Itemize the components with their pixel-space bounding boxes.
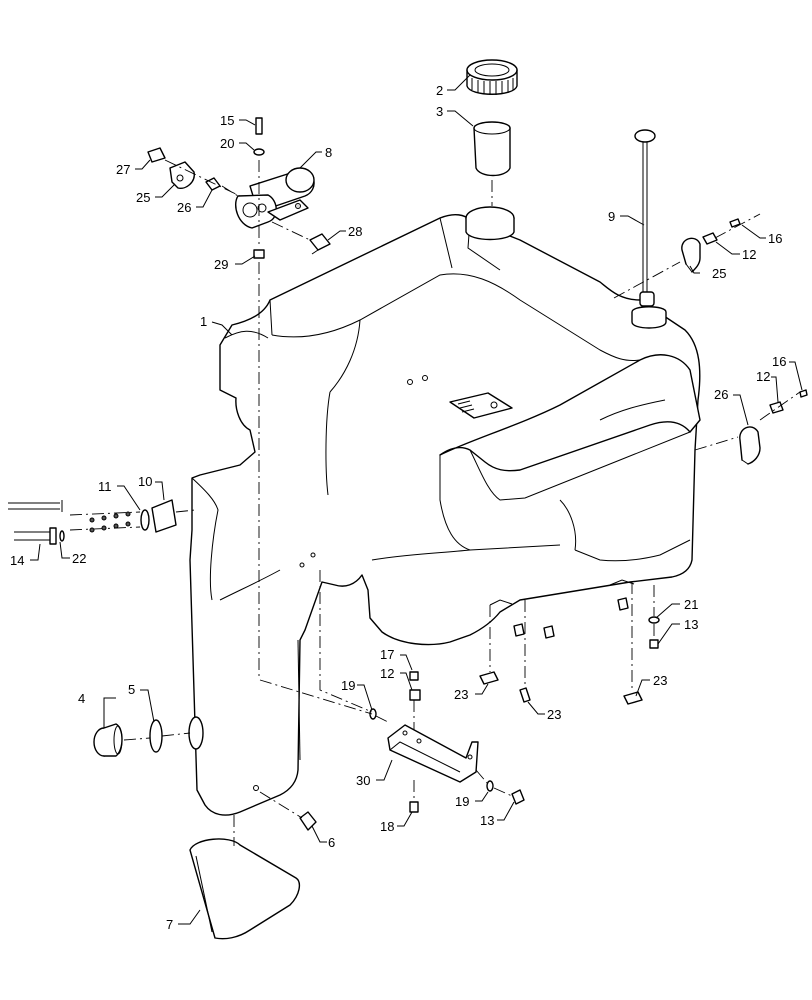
callout-5: 5 bbox=[128, 682, 135, 697]
callout-21: 21 bbox=[684, 597, 698, 612]
bolt-17 bbox=[409, 671, 419, 681]
callout-28: 28 bbox=[348, 224, 362, 239]
fuel-gauge-sender bbox=[631, 129, 667, 329]
callout-24: 25 bbox=[136, 190, 150, 205]
tank-shield bbox=[189, 838, 301, 940]
drain-plug bbox=[93, 723, 123, 757]
callout-29: 29 bbox=[214, 257, 228, 272]
callout-9: 9 bbox=[608, 209, 615, 224]
callout-1: 1 bbox=[200, 314, 207, 329]
callout-22: 22 bbox=[72, 551, 86, 566]
callout-16-right: 16 bbox=[772, 354, 786, 369]
bolt-13-lower bbox=[511, 789, 525, 805]
callout-13-right: 13 bbox=[684, 617, 698, 632]
washers-row bbox=[89, 511, 131, 533]
callout-15: 15 bbox=[220, 113, 234, 128]
fuel-strainer bbox=[473, 121, 511, 177]
callout-10: 10 bbox=[138, 474, 152, 489]
callout-12-lower: 12 bbox=[380, 666, 394, 681]
callout-6: 6 bbox=[328, 835, 335, 850]
callout-8: 8 bbox=[325, 145, 332, 160]
callout-12-upper: 12 bbox=[742, 247, 756, 262]
callout-leaders bbox=[30, 74, 803, 925]
nut-18 bbox=[409, 801, 419, 813]
warning-label-plate bbox=[449, 392, 513, 419]
o-ring bbox=[149, 719, 163, 753]
drain-fitting bbox=[299, 811, 317, 831]
hose-clip-upper bbox=[681, 218, 741, 273]
callout-11: 11 bbox=[98, 479, 112, 494]
callout-labels: 2 3 15 20 27 25 26 8 28 29 1 9 16 12 25 … bbox=[10, 83, 786, 932]
callout-2: 2 bbox=[436, 83, 443, 98]
fuel-tank bbox=[188, 206, 701, 816]
fuel-pump bbox=[234, 167, 315, 229]
callout-23-mid: 23 bbox=[547, 707, 561, 722]
spacer-10 bbox=[151, 499, 177, 533]
callout-23-right: 23 bbox=[653, 673, 667, 688]
callout-14: 14 bbox=[10, 553, 24, 568]
bolt-assembly-left bbox=[8, 499, 177, 545]
callout-23-left: 23 bbox=[454, 687, 468, 702]
callout-25-right: 26 bbox=[714, 387, 728, 402]
callout-7: 7 bbox=[166, 917, 173, 932]
callout-19-right: 19 bbox=[455, 794, 469, 809]
mount-bolts-bottom bbox=[513, 597, 660, 649]
callout-19-left: 19 bbox=[341, 678, 355, 693]
callout-17: 17 bbox=[380, 647, 394, 662]
callout-16-upper: 16 bbox=[768, 231, 782, 246]
nut-12-lower bbox=[409, 689, 421, 701]
washer-19-left bbox=[369, 708, 377, 720]
rubber-pads bbox=[479, 671, 643, 705]
callout-20: 20 bbox=[220, 136, 234, 151]
nut-29 bbox=[253, 249, 265, 259]
washer-20 bbox=[253, 148, 265, 156]
callout-26: 26 bbox=[177, 200, 191, 215]
callout-25-upper: 25 bbox=[712, 266, 726, 281]
callout-27: 27 bbox=[116, 162, 130, 177]
bolt-15 bbox=[255, 117, 263, 135]
washer-19-right bbox=[486, 780, 494, 792]
callout-12-right: 12 bbox=[756, 369, 770, 384]
callout-3: 3 bbox=[436, 104, 443, 119]
callout-30: 30 bbox=[356, 773, 370, 788]
hose-clip-right bbox=[739, 389, 808, 465]
filler-cap bbox=[466, 59, 518, 95]
callout-18: 18 bbox=[380, 819, 394, 834]
callout-4: 4 bbox=[78, 691, 85, 706]
fitting-28 bbox=[309, 233, 331, 255]
callout-13-lower: 13 bbox=[480, 813, 494, 828]
pump-fittings-left bbox=[147, 147, 221, 191]
mounting-bracket bbox=[387, 724, 479, 783]
